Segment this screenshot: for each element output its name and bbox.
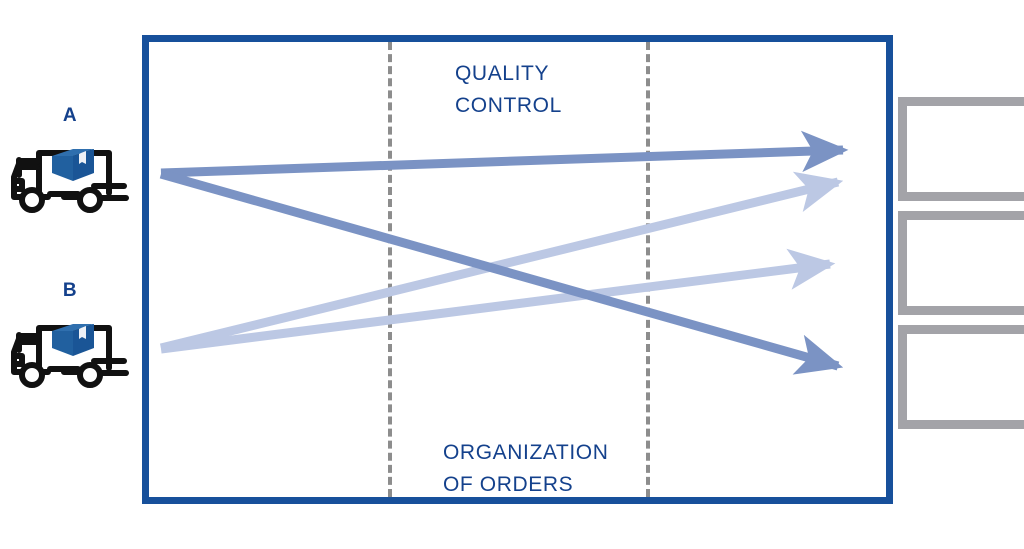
source-b: B — [6, 280, 134, 394]
source-b-label: B — [62, 280, 78, 301]
delivery-truck-icon — [11, 149, 129, 213]
delivery-truck-icon — [11, 324, 129, 388]
package-box-icon — [52, 324, 94, 356]
zone-divider-2 — [646, 42, 650, 497]
destination-shelf-1 — [898, 97, 1024, 201]
source-a: A — [6, 105, 134, 219]
destination-shelf-3 — [898, 325, 1024, 429]
package-box-icon — [52, 149, 94, 181]
zone-label-organization-of-orders: ORGANIZATION OF ORDERS — [443, 441, 609, 496]
zone-divider-1 — [388, 42, 392, 497]
destination-shelf-2 — [898, 211, 1024, 315]
zone-label-quality-control: QUALITY CONTROL — [455, 62, 562, 117]
source-a-label: A — [62, 105, 78, 126]
